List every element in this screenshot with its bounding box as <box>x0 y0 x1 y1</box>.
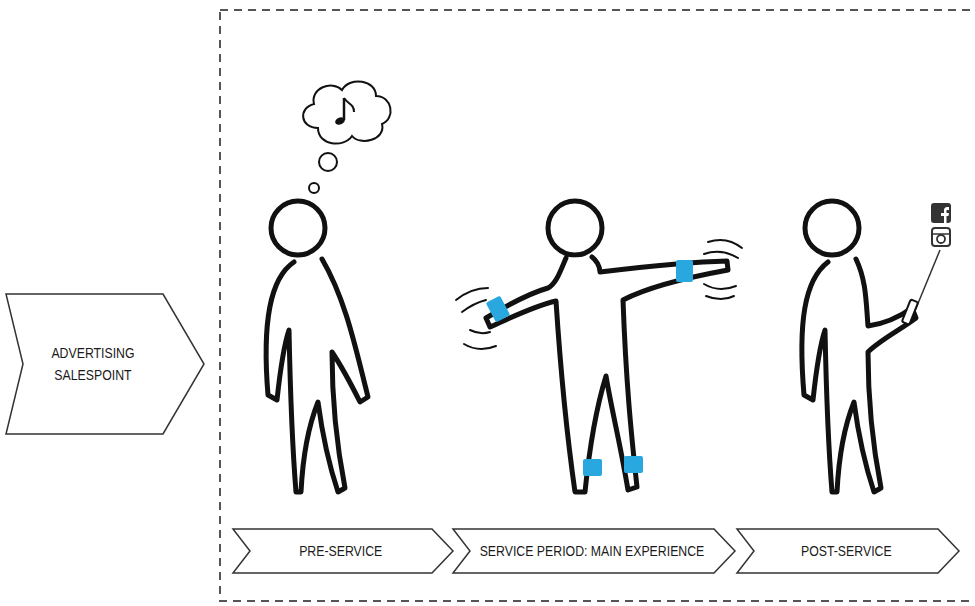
chevron-shape <box>453 529 735 573</box>
phase-band: POST-SERVICE <box>736 528 960 574</box>
instagram-lens <box>937 235 945 243</box>
wrist-sensor <box>676 260 693 282</box>
node-outline <box>5 293 205 435</box>
cloud <box>303 81 390 143</box>
phase-label: PRE-SERVICE <box>299 540 382 562</box>
body <box>266 259 368 492</box>
sensor-bands <box>486 260 693 476</box>
sharing-figure <box>802 201 916 492</box>
wrist-sensor <box>486 296 510 323</box>
instagram-icon <box>932 228 950 246</box>
facebook-icon <box>931 203 951 223</box>
thought-bubble <box>319 153 337 171</box>
node-content: POST-SERVICE <box>736 528 960 574</box>
body <box>486 257 728 492</box>
chevron-shape <box>6 294 204 434</box>
arrow-label: ADVERTISING SALESPOINT <box>47 342 139 386</box>
phase-label: SERVICE PERIOD: MAIN EXPERIENCE <box>480 540 705 562</box>
head <box>548 201 602 255</box>
chevron-shape <box>737 529 959 573</box>
node-content: ADVERTISING SALESPOINT <box>5 293 205 435</box>
phase-band: SERVICE PERIOD: MAIN EXPERIENCE <box>452 528 736 574</box>
head <box>271 201 325 255</box>
phase-band: PRE-SERVICE <box>232 528 454 574</box>
music-note-stem <box>343 98 346 120</box>
entry-arrow: ADVERTISING SALESPOINT <box>5 293 205 435</box>
ankle-sensor <box>624 456 643 473</box>
thinking-figure <box>266 201 368 492</box>
ankle-sensor <box>583 459 602 476</box>
chevron-shape <box>233 529 453 573</box>
phone-stick <box>902 203 951 325</box>
dashed-frame <box>220 10 975 601</box>
head <box>805 201 859 255</box>
music-note-head <box>334 116 346 126</box>
node-content: SERVICE PERIOD: MAIN EXPERIENCE <box>452 528 736 574</box>
node-content: PRE-SERVICE <box>232 528 454 574</box>
facebook-f <box>941 207 949 223</box>
phone <box>902 299 918 324</box>
thought-bubble <box>309 183 319 193</box>
dancing-figure <box>486 201 728 492</box>
motion-lines <box>456 240 742 349</box>
music-note-flag <box>344 98 354 112</box>
thought-cloud <box>303 81 390 193</box>
body <box>802 259 916 492</box>
phase-label: POST-SERVICE <box>801 540 892 562</box>
